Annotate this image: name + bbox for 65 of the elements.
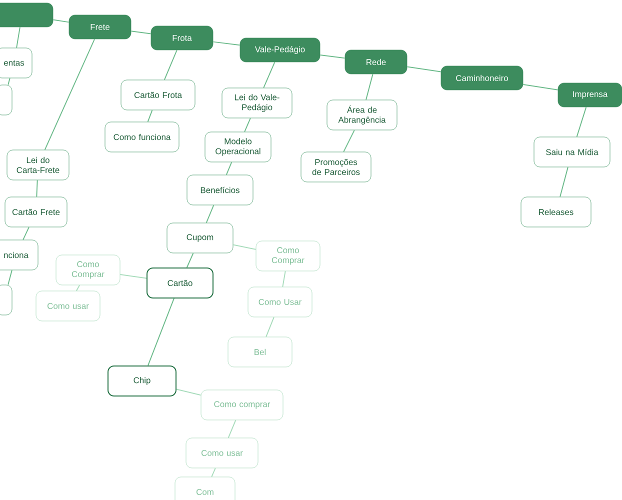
connector-line <box>22 226 30 240</box>
connector-line <box>186 252 194 268</box>
connector-line <box>164 50 178 80</box>
page-box: Como Usar <box>248 286 312 318</box>
section-tab: Caminhoneiro <box>440 66 524 90</box>
page-box: Com <box>174 476 236 500</box>
connector-line <box>266 316 274 338</box>
page-box: Benefícios <box>186 174 254 206</box>
connector-line <box>120 274 147 279</box>
connector-line <box>8 78 10 86</box>
connector-line <box>226 162 232 176</box>
page-box: nciona <box>0 240 38 270</box>
connector-line <box>343 130 355 152</box>
page-box: Cartão <box>146 267 214 298</box>
connector-line <box>212 41 240 46</box>
page-box: Lei do Carta-Frete <box>6 150 70 180</box>
empty-box <box>0 84 12 116</box>
page-box: Modelo Operacional <box>204 132 272 162</box>
connector-line <box>560 166 568 198</box>
section-tab: Frota <box>150 26 214 50</box>
connector-line <box>211 468 216 478</box>
connector-line <box>320 54 346 59</box>
section-tab: Rede <box>344 50 408 74</box>
page-box: Promoções de Parceiros <box>300 152 372 182</box>
page-box: Como usar <box>36 290 100 322</box>
connector-line <box>406 66 442 72</box>
section-tab: Imprensa <box>558 82 622 108</box>
page-box: Como comprar <box>200 390 284 420</box>
page-box: Como Comprar <box>256 240 320 272</box>
page-box: Bel <box>228 336 292 368</box>
page-box: Cupom <box>166 222 234 254</box>
connector-line <box>148 298 174 366</box>
page-box: Cartão Frete <box>4 196 68 228</box>
page-box: Área de Abrangência <box>326 100 398 130</box>
connector-line <box>36 180 38 198</box>
connector-line <box>228 420 236 438</box>
section-tab: Frete <box>68 14 132 40</box>
connector-line <box>52 19 70 23</box>
page-box: Saiu na Mídia <box>534 136 610 168</box>
connector-line <box>244 118 251 132</box>
connector-line <box>130 30 152 34</box>
page-box: Lei do Vale-Pedágio <box>222 88 292 118</box>
connector-line <box>176 388 202 396</box>
connector-line <box>8 270 12 286</box>
connector-line <box>44 38 96 150</box>
connector-line <box>366 74 374 100</box>
page-box: Como funciona <box>104 122 180 152</box>
connector-line <box>147 110 153 122</box>
connector-line <box>522 84 558 90</box>
page-box: Chip <box>108 365 176 396</box>
page-box: Como usar <box>186 438 258 468</box>
connector-line <box>76 284 80 292</box>
connector-line <box>282 270 286 288</box>
page-box: entas <box>0 48 32 78</box>
connector-line <box>16 26 20 48</box>
section-tab: Vale-Pedágio <box>240 38 320 62</box>
connector-line <box>206 204 214 224</box>
page-box: Cartão Frota <box>120 80 196 110</box>
connector-line <box>263 62 276 88</box>
page-box: Releases <box>520 196 592 228</box>
empty-box <box>0 284 12 316</box>
empty-box <box>0 2 54 28</box>
page-box: Como Comprar <box>56 254 120 286</box>
connector-line <box>232 244 256 250</box>
connector-line <box>576 106 587 138</box>
